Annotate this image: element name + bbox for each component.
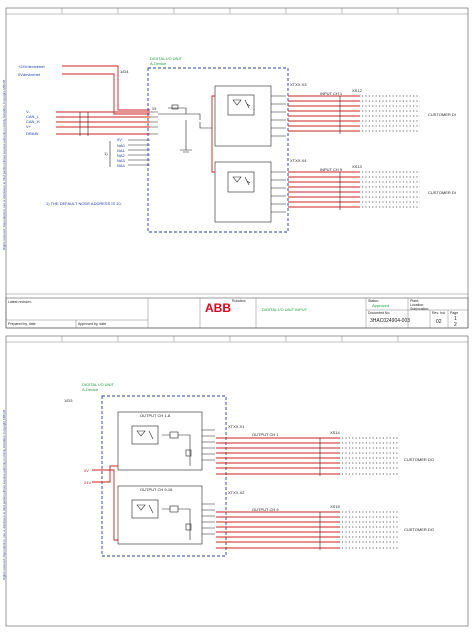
sublocation-label: Sublocation:: [410, 307, 429, 311]
output-channel-9: OUTPUT CH 9: [252, 507, 279, 512]
input-optocoupler-2: [211, 128, 286, 223]
output-module-box: DIGITAL I/O UNIT A-Device 1/D3: [64, 382, 227, 557]
page-label: Page: [450, 311, 458, 315]
footnote-text: 1) THE DEFAULT NODE ADDRESS IS 10.: [46, 201, 122, 206]
module-id: 1/D4: [120, 69, 129, 74]
drawing-title: DIGITAL I/O UNIT INPUT: [262, 307, 308, 312]
terminal-xs15: XS15: [330, 504, 341, 509]
total-pages: 2: [454, 322, 457, 328]
input-channel-1: INPUT CH 1: [320, 91, 343, 96]
signal-drain: DRAIN: [26, 131, 39, 136]
input-channel-9: INPUT CH 9: [320, 167, 343, 172]
output-channel-1: OUTPUT CH 1: [252, 432, 279, 437]
xtxx-x3: XTXX.X3: [290, 82, 307, 87]
rev-value: 02: [436, 319, 442, 325]
signal-v-minus: V-: [26, 109, 30, 114]
page-value: 1: [454, 316, 457, 322]
input-group-2-wiring: XTXX.X4 INPUT CH 9 XS13 CUSTOMER DI: [288, 158, 456, 210]
signal-can-l: CAN_L: [26, 114, 40, 119]
label-na4: NA4: [117, 163, 126, 168]
status-label: Status:: [368, 299, 379, 303]
page-2-frame: [5, 335, 469, 627]
label-na1: NA1: [117, 148, 126, 153]
terminal-xs14: XS14: [330, 430, 341, 435]
xtxx-x1: XTXX.X1: [228, 424, 245, 429]
supply-0v: 0V: [84, 468, 89, 473]
label-na3: NA3: [117, 158, 126, 163]
customer-do-1: CUSTOMER DO: [404, 457, 434, 462]
node-address-block: 0V NA0 NA1 NA2 NA3 NA4 1): [104, 137, 150, 168]
output-module-id: 1/D3: [64, 398, 73, 403]
latest-revision-label: Latest revision:: [8, 300, 32, 304]
terminal-xs13: XS13: [352, 164, 363, 169]
prepared-by-label: Prepared by, date: [8, 322, 36, 326]
output-block-1-label: OUTPUT CH 1-8: [140, 413, 171, 418]
output-driver-1: OUTPUT CH 1-8 XTXX.X1 OUTPUT CH 1 XS14 C…: [117, 411, 434, 476]
signal-can-h: CAN_H: [26, 119, 40, 124]
output-block-2-label: OUTPUT CH 9-16: [140, 487, 173, 492]
customer-do-2: CUSTOMER DO: [404, 527, 434, 532]
input-optocoupler-1: [211, 85, 286, 147]
output-driver-2: OUTPUT CH 9-16 XTXX.X2 OUTPUT CH 9 XS15 …: [117, 485, 434, 550]
title-block: Latest revision: Prepared by, date Appro…: [5, 297, 469, 329]
label-na0: NA0: [117, 143, 126, 148]
abb-logo: ABB: [205, 301, 231, 315]
rev-label: Rev. Ind: [432, 311, 445, 315]
signal-0v-devicenet: 0Vdevicenet: [18, 72, 41, 77]
can-bus-signals: V- CAN_L CAN_H V+ DRAIN: [26, 109, 150, 136]
output-supply: 0V 24V: [84, 465, 118, 541]
customer-di-2: CUSTOMER DI: [428, 190, 456, 195]
page-1-frame: [5, 7, 469, 329]
document-no-label: Document No.: [368, 311, 390, 315]
output-module-ref: A-Device: [82, 387, 99, 392]
footnote-marker: 1): [104, 151, 108, 156]
logo-subtitle: Robotics: [232, 299, 246, 303]
xtxx-x2: XTXX.X2: [228, 490, 245, 495]
supply-24v: 24V: [84, 480, 91, 485]
input-group-1-wiring: XTXX.X3 INPUT CH 1 XS12 CUSTOMER DI: [288, 82, 456, 134]
signal-24v-devicenet: +24Vdevicenet: [18, 64, 45, 69]
label-0v: 0V: [117, 137, 122, 142]
copyright-side-text-1: Rights reserved. Reproduction, use or di…: [2, 80, 6, 250]
module-title: DIGITAL I/O UNIT: [150, 56, 183, 61]
label-na2: NA2: [117, 153, 126, 158]
signal-v-plus: V+: [26, 124, 32, 129]
customer-di-1: CUSTOMER DI: [428, 112, 456, 117]
xtxx-x4: XTXX.X4: [290, 158, 307, 163]
top-supply-signals: +24Vdevicenet 0Vdevicenet: [18, 64, 150, 115]
digital-io-module-box: DIGITAL I/O UNIT A-Device 1/D4 X5: [120, 56, 289, 233]
terminal-xs12: XS12: [352, 88, 363, 93]
document-number: 3HAC024904-003: [370, 318, 410, 324]
status-value: Approved: [372, 303, 389, 308]
plant-label: Plant:: [410, 299, 419, 303]
approved-by-label: Approved by, date: [78, 322, 106, 326]
svg-text:X5: X5: [152, 107, 156, 111]
location-label: Location:: [410, 303, 424, 307]
module-ref: A-Device: [150, 61, 167, 66]
output-module-title: DIGITAL I/O UNIT: [82, 382, 115, 387]
copyright-side-text-2: Rights reserved. Reproduction, use or di…: [2, 410, 6, 580]
